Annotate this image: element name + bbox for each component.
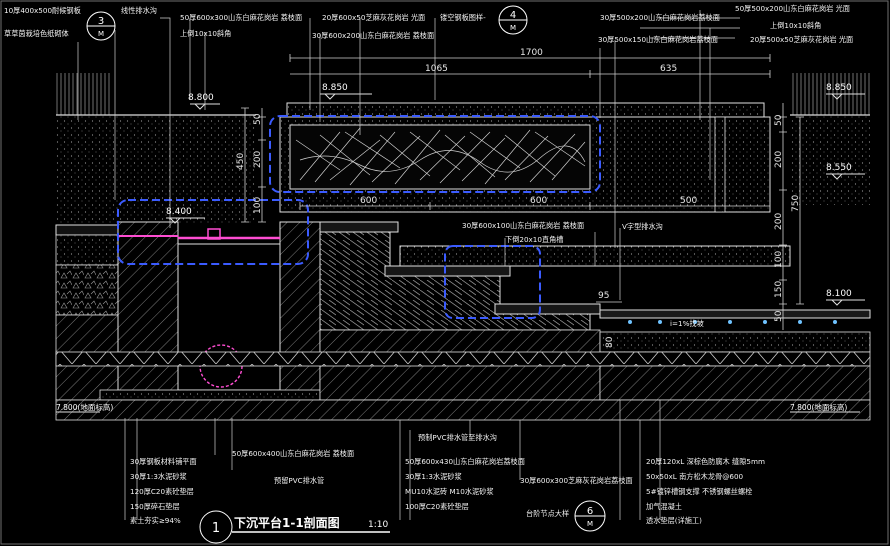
label-tr-5: 20厚500x50芝麻灰花岗岩 光面 xyxy=(750,35,853,44)
label-tr-1: 50厚500x200山东白麻花岗岩 光面 xyxy=(735,4,850,13)
label-bm-1: 50厚600x400山东白麻花岗岩 荔枝面 xyxy=(232,449,354,458)
aerated-concrete xyxy=(55,351,871,367)
label-bl-1: 30厚钢板材料铺平面 xyxy=(130,457,197,466)
label-br-2: 50x50xL 南方松木龙骨@600 xyxy=(646,472,744,481)
elevation-8550: 8.550 xyxy=(826,163,852,173)
soil-left xyxy=(56,115,256,225)
callout-3-sub: M xyxy=(98,30,104,38)
dim-r200b: 200 xyxy=(774,213,784,230)
dim-600a: 600 xyxy=(360,196,377,206)
label-bl-4: 150厚碎石垫层 xyxy=(130,502,180,511)
leader-lines xyxy=(77,10,740,520)
label-planting: 草草茵栽培色纸砌体 xyxy=(4,29,69,38)
label-bm-7: 100厚C20素砼垫层 xyxy=(405,502,469,511)
title-circle xyxy=(199,510,233,544)
label-slope: i=1%找坡 xyxy=(670,319,704,328)
label-bm-5: 30厚1:3水泥砂浆 xyxy=(405,472,462,481)
callout-4-number: 4 xyxy=(510,10,516,21)
label-bl-2: 30厚1:3水泥砂浆 xyxy=(130,472,187,481)
dim-1700: 1700 xyxy=(520,48,543,58)
dimension-lines xyxy=(241,54,804,330)
callout-4-sub: M xyxy=(510,24,516,32)
elevation-7800-right: 7.800(地面标高) xyxy=(790,402,847,412)
elevation-8800: 8.800 xyxy=(188,93,214,103)
dim-v50: 50 xyxy=(253,113,263,125)
timber-deck xyxy=(599,309,871,319)
elevation-8850-right: 8.850 xyxy=(826,83,852,93)
dim-r200a: 200 xyxy=(774,151,784,168)
label-br-1: 20厚120xL 深棕色防腐木 缝隙5mm xyxy=(646,457,765,466)
coping-stone xyxy=(286,102,765,118)
label-top-2: 上倒10x10斜角 xyxy=(180,29,231,38)
elevation-7800-left: 7.800(地面标高) xyxy=(56,402,113,412)
label-bl-3: 120厚C20素砼垫层 xyxy=(130,487,194,496)
label-bm-9: 台阶节点大样 xyxy=(526,509,569,518)
dim-80: 80 xyxy=(605,336,615,348)
drain-trench xyxy=(177,243,281,391)
soil-right xyxy=(790,115,870,205)
label-bm-8: 30厚600x300芝麻灰花岗岩荔枝面 xyxy=(520,476,633,485)
label-bm-4: 50厚600x430山东白麻花岗岩荔枝面 xyxy=(405,457,525,466)
label-br-5: 透水垫层(详施工) xyxy=(646,516,702,525)
label-steel-plate: 10厚400x500耐候钢板 xyxy=(4,6,81,15)
callout-3-number: 3 xyxy=(98,16,104,27)
label-tr-4: 30厚500x150山东白麻花岗岩荔枝面 xyxy=(598,35,718,44)
label-step-groove: 下倒20x10直角槽 xyxy=(505,235,563,244)
label-step-stone: 30厚600x100山东白麻花岗岩 荔枝面 xyxy=(462,221,584,230)
label-br-3: 5#镀锌槽钢支撑 不锈钢螺丝螺栓 xyxy=(646,487,752,496)
label-tr-2: 30厚500x200山东白麻花岗岩荔枝面 xyxy=(600,13,720,22)
dim-500: 500 xyxy=(680,196,697,206)
label-top-1: 50厚600x300山东白麻花岗岩 荔枝面 xyxy=(180,13,302,22)
dim-v450: 450 xyxy=(236,153,246,170)
dim-600b: 600 xyxy=(530,196,547,206)
label-bm-2: 预留PVC排水管 xyxy=(274,476,324,485)
dim-95: 95 xyxy=(598,291,609,301)
label-top-3: 20厚600x50芝麻灰花岗岩 光面 xyxy=(322,13,425,22)
elevation-8100: 8.100 xyxy=(826,289,852,299)
label-bm-6: MU10水泥砖 M10水泥砂浆 xyxy=(405,487,494,496)
label-top-4: 30厚600x200山东白麻花岗岩 荔枝面 xyxy=(312,31,434,40)
dim-r50: 50 xyxy=(774,114,784,126)
panel-pattern xyxy=(295,127,586,186)
label-linear-drain: 线性排水沟 xyxy=(121,6,157,15)
detail-highlights xyxy=(117,115,601,319)
callout-6-number: 6 xyxy=(587,506,593,517)
elevation-8400: 8.400 xyxy=(166,207,192,217)
dim-v100: 100 xyxy=(253,197,263,214)
label-bl-5: 素土夯实≥94% xyxy=(130,516,181,525)
label-bm-3: 预制PVC排水管至排水沟 xyxy=(418,433,497,442)
callout-6-sub: M xyxy=(587,520,593,528)
dim-r50b: 50 xyxy=(774,310,784,322)
elevation-8850-left: 8.850 xyxy=(322,83,348,93)
dim-1065: 1065 xyxy=(425,64,448,74)
label-v-drain: V字型排水沟 xyxy=(622,222,663,231)
dim-v200: 200 xyxy=(253,151,263,168)
label-top-5: 镂空钢板图样- xyxy=(440,13,486,22)
dim-r750: 750 xyxy=(791,195,801,212)
dim-635: 635 xyxy=(660,64,677,74)
dim-r100: 100 xyxy=(774,251,784,268)
title-badge: 1 xyxy=(212,521,220,536)
grass-left xyxy=(56,73,112,115)
dim-r150: 150 xyxy=(774,281,784,298)
drawing-scale: 1:10 xyxy=(368,520,388,530)
drawing-title: 下沉平台1-1剖面图 xyxy=(234,515,340,530)
label-tr-3: 上倒10x10斜角 xyxy=(770,21,821,30)
label-br-4: 加气混凝土 xyxy=(646,502,682,511)
